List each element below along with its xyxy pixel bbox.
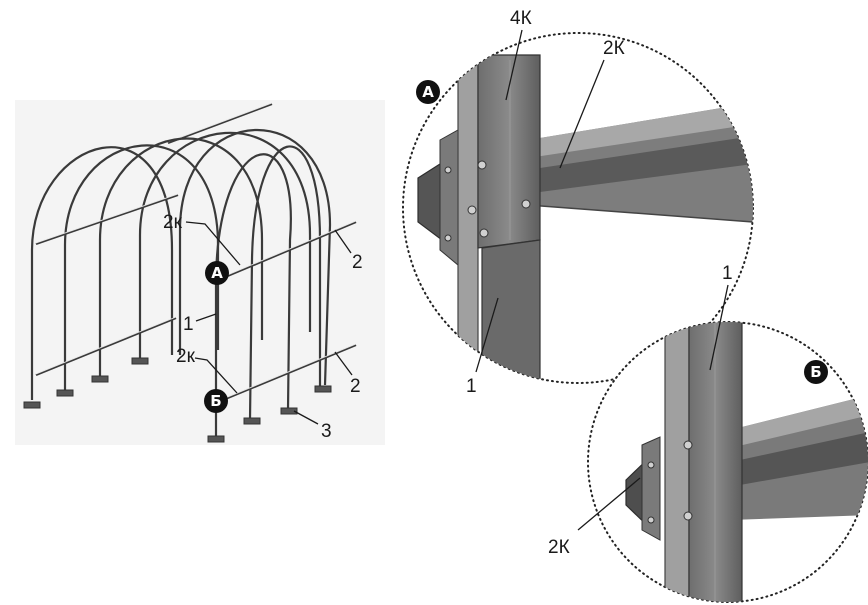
detail-a-leader-4k: [505, 29, 523, 101]
detail-b-label-1: 1: [722, 263, 733, 284]
svg-text:Б: Б: [210, 392, 221, 410]
detail-a-leader-1: [475, 297, 499, 373]
detail-a-sleeve: [477, 54, 541, 249]
greenhouse-frame-overview: А Б 2к 1 2к 2 2 3: [15, 100, 385, 445]
detail-a-label-4k: 4К: [510, 8, 532, 29]
svg-text:Б: Б: [810, 363, 821, 381]
detail-b-badge: Б: [804, 360, 828, 384]
detail-a-label-1: 1: [466, 376, 477, 397]
detail-a-arch-post: [481, 239, 541, 383]
label-rail-lower: 2: [350, 376, 361, 397]
callout-b-badge: Б: [204, 389, 228, 413]
label-foot: 3: [321, 421, 332, 442]
svg-text:А: А: [422, 83, 434, 101]
detail-b-outer-post: [664, 322, 690, 602]
left-rails: [35, 193, 179, 377]
foot-plates: [23, 357, 332, 443]
ridge-rail: [167, 102, 273, 145]
arches: [30, 128, 332, 440]
callout-a-badge: А: [205, 261, 229, 285]
label-connector-upper: 2к: [163, 212, 183, 233]
detail-b-leader-2k: [577, 477, 641, 531]
label-arch: 1: [183, 314, 194, 335]
detail-a: А 4К 2К 1: [402, 8, 754, 397]
detail-b: Б 1 2К: [548, 263, 868, 603]
detail-a-badge: А: [416, 80, 440, 104]
detail-b-label-2k: 2К: [548, 537, 570, 558]
label-rail-upper: 2: [352, 252, 363, 273]
detail-a-leader-2k: [559, 59, 605, 169]
detail-a-outer-post: [457, 59, 479, 383]
svg-text:А: А: [211, 264, 223, 282]
label-connector-lower: 2к: [176, 346, 196, 367]
overview-leaders: [185, 221, 353, 425]
detail-b-leader-1: [709, 284, 729, 371]
detail-a-label-2k: 2К: [603, 38, 625, 59]
right-rails: [217, 220, 357, 404]
